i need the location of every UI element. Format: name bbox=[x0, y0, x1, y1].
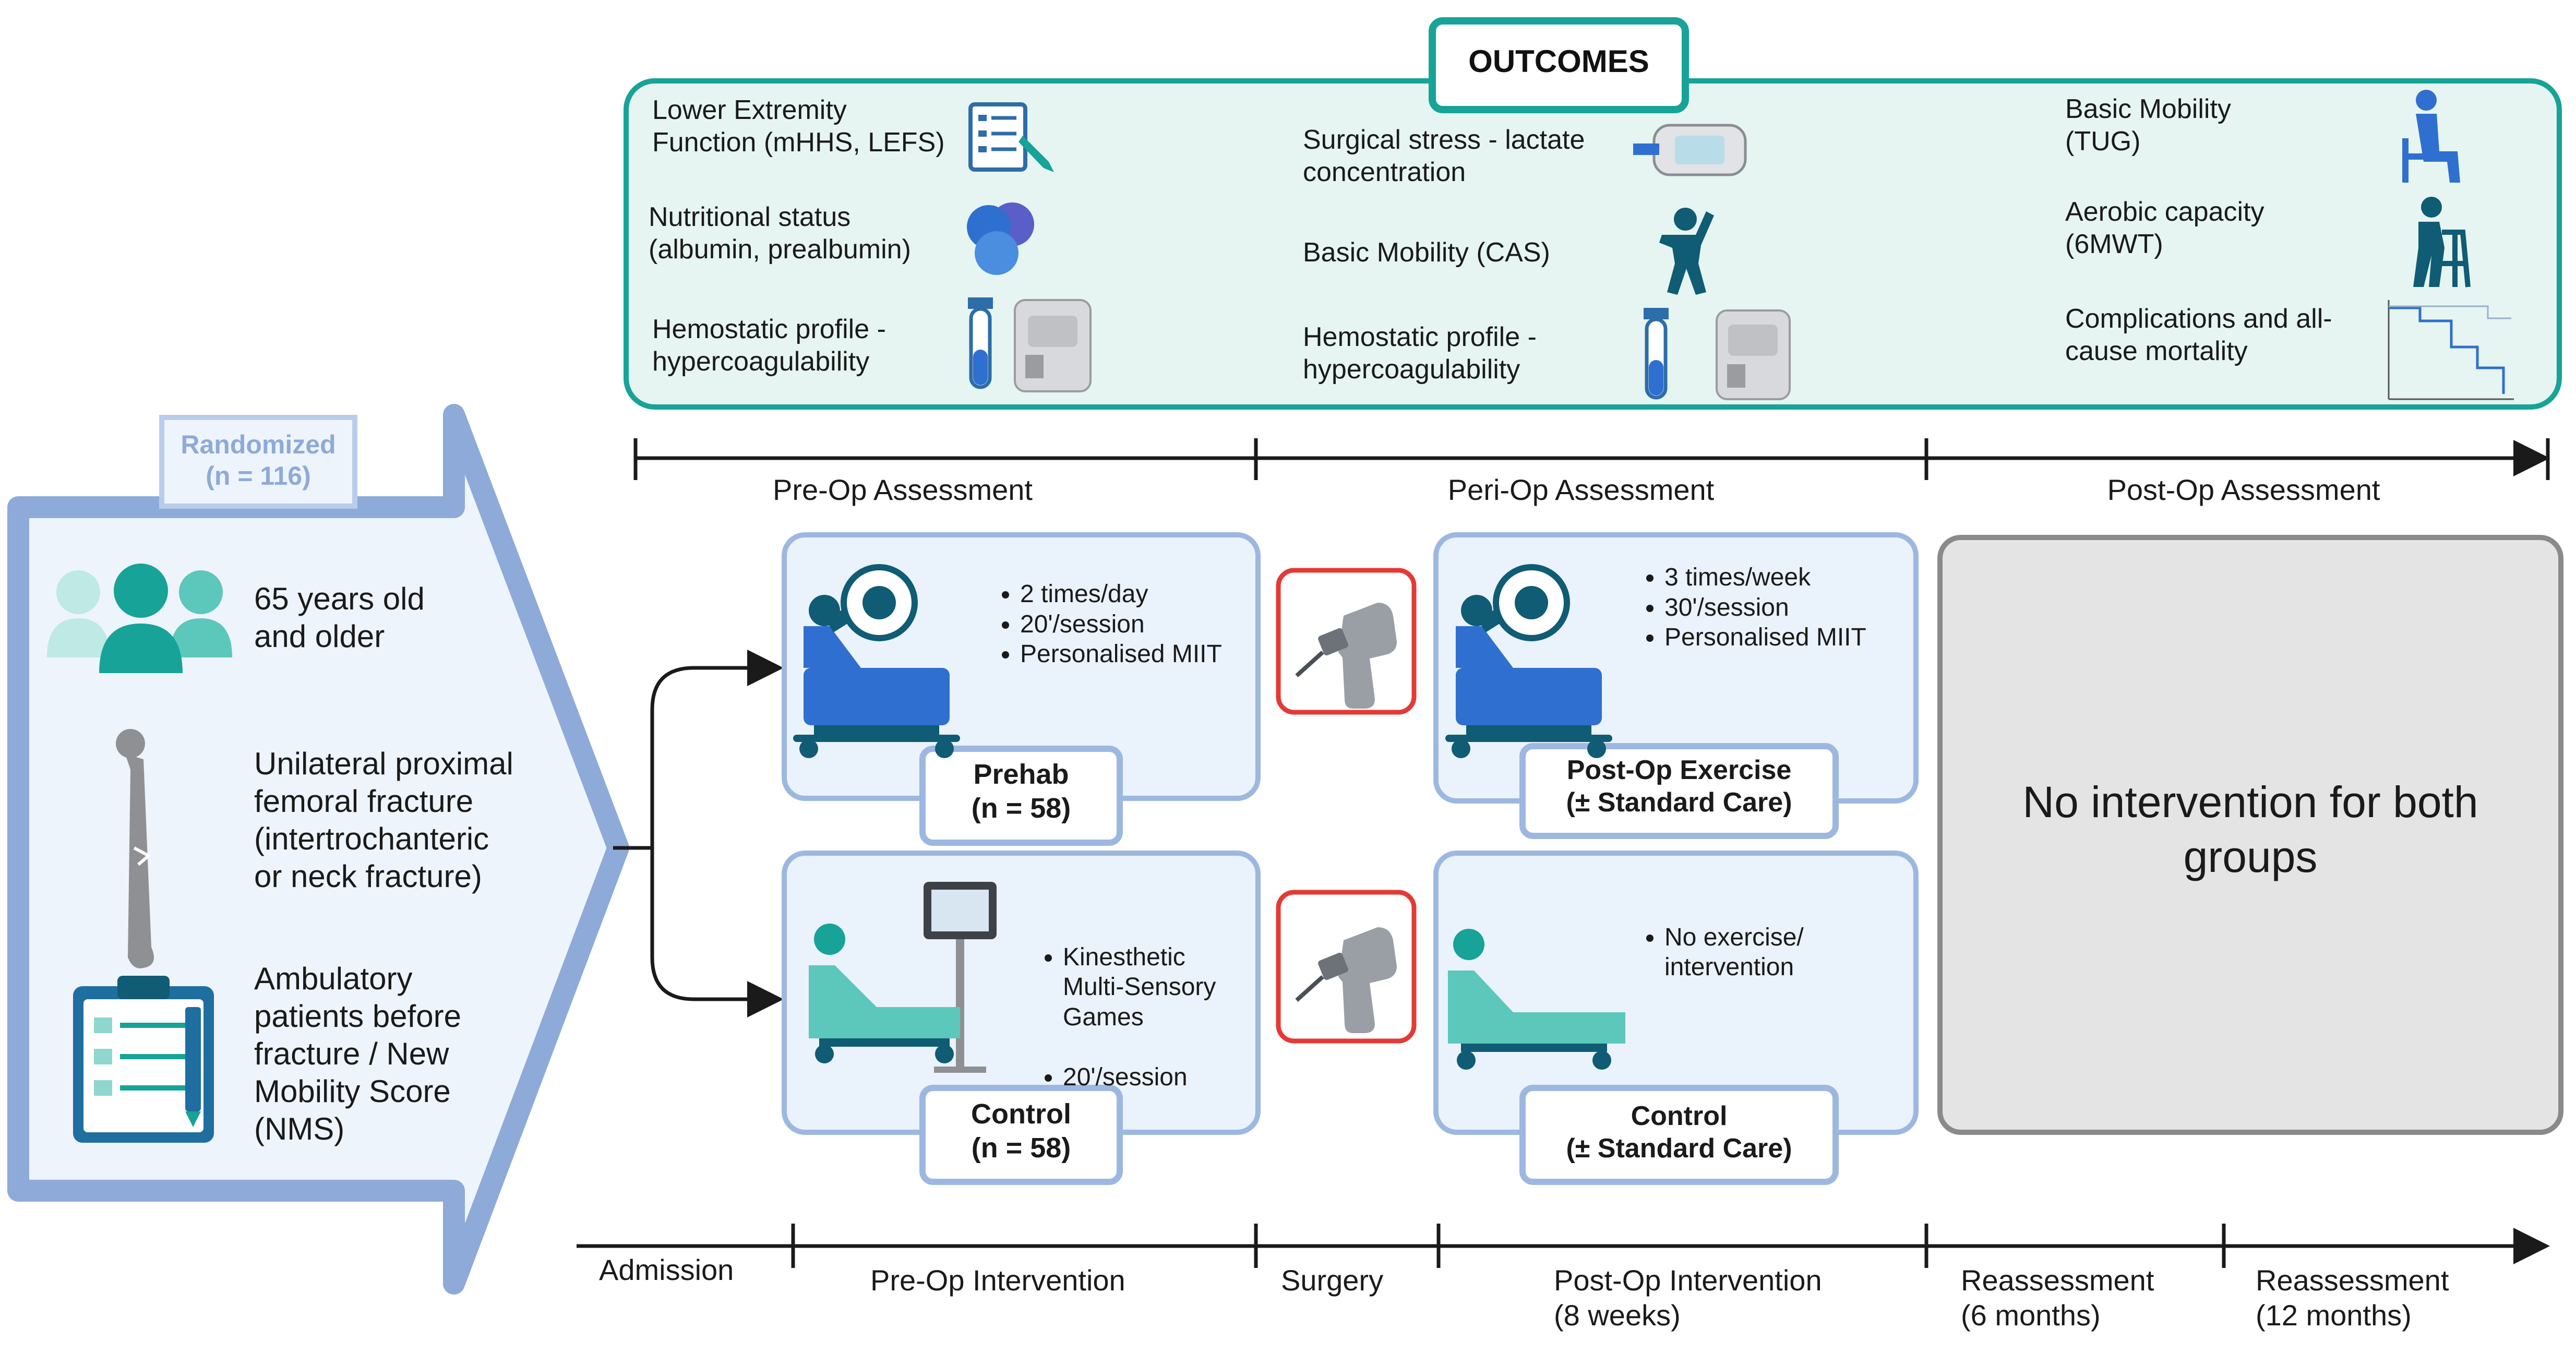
person-sitting-icon bbox=[2402, 90, 2460, 183]
randomized-label: Randomized (n = 116) bbox=[181, 430, 336, 490]
control-post-label: Control (± Standard Care) bbox=[1566, 1101, 1792, 1164]
timeline-surgery: Surgery bbox=[1281, 1264, 1384, 1297]
person-raising-arm-icon bbox=[1659, 208, 1714, 295]
control-pre-bullet: Kinesthetic Multi-Sensory Games bbox=[1063, 942, 1216, 1033]
control-post-bullet: No exercise/ intervention bbox=[1664, 923, 1804, 983]
prehab-bullet: 20'/session bbox=[1020, 609, 1222, 640]
control-pre-bullets: Kinesthetic Multi-Sensory Games 20'/sess… bbox=[1032, 912, 1216, 1122]
outcome-aerobic-capacity: Aerobic capacity (6MWT) bbox=[2065, 197, 2265, 260]
outcome-complications-mortality: Complications and all- cause mortality bbox=[2065, 304, 2332, 367]
criterion-age: 65 years old and older bbox=[254, 581, 425, 654]
outcome-nutritional-status: Nutritional status (albumin, prealbumin) bbox=[649, 202, 911, 265]
hospital-bed-icon bbox=[1448, 929, 1625, 1070]
outcome-basic-mobility-cas: Basic Mobility (CAS) bbox=[1303, 237, 1550, 268]
peri-op-assessment-label: Peri-Op Assessment bbox=[1447, 473, 1715, 506]
control-post-label-box bbox=[1519, 1085, 1839, 1185]
no-intervention-text: No intervention for both groups bbox=[2022, 777, 2478, 881]
prehab-label: Prehab (n = 58) bbox=[971, 759, 1071, 824]
timeline-admission: Admission bbox=[599, 1253, 734, 1286]
prehab-bullet: 2 times/day bbox=[1020, 579, 1222, 609]
control-pre-label: Control (n = 58) bbox=[971, 1098, 1071, 1164]
assessment-timeline bbox=[633, 438, 2550, 480]
prehab-label-box bbox=[919, 746, 1123, 846]
postop-exercise-bullet: Personalised MIIT bbox=[1664, 622, 1866, 653]
postop-exercise-label: Post-Op Exercise (± Standard Care) bbox=[1566, 755, 1792, 818]
control-post-bullets: No exercise/ intervention bbox=[1633, 892, 1804, 1012]
no-intervention-box bbox=[1937, 535, 2563, 1135]
femur-bone-icon bbox=[116, 729, 154, 968]
post-op-assessment-label: Post-Op Assessment bbox=[2107, 473, 2380, 506]
outcome-hemostatic-pre: Hemostatic profile - hypercoagulability bbox=[652, 314, 886, 377]
postop-exercise-label-box bbox=[1519, 743, 1839, 839]
person-walker-icon bbox=[2413, 197, 2471, 288]
group-of-people-icon bbox=[47, 564, 232, 673]
criterion-fracture: Unilateral proximal femoral fracture (in… bbox=[254, 746, 513, 894]
postop-exercise-bullet: 3 times/week bbox=[1664, 562, 1866, 593]
control-pre-bullet: 20'/session bbox=[1063, 1062, 1216, 1093]
questionnaire-icon bbox=[968, 102, 1054, 172]
clipboard-checklist-icon bbox=[73, 976, 214, 1143]
surgery-drill-bottom bbox=[1276, 890, 1417, 1044]
prehab-bullet: Personalised MIIT bbox=[1020, 639, 1222, 669]
surgery-drill-top bbox=[1276, 568, 1417, 715]
blood-cells-icon bbox=[967, 202, 1034, 275]
branch-arrows bbox=[613, 650, 784, 1017]
criterion-ambulatory: Ambulatory patients before fracture / Ne… bbox=[254, 961, 461, 1146]
survival-curve-icon bbox=[2388, 300, 2514, 400]
pre-op-assessment-label: Pre-Op Assessment bbox=[773, 473, 1033, 506]
bed-cycle-ergometer-icon bbox=[793, 564, 960, 758]
outcomes-title: OUTCOMES bbox=[1468, 44, 1649, 79]
lactate-meter-icon bbox=[1633, 124, 1747, 176]
postop-exercise-bullet: 30'/session bbox=[1664, 593, 1866, 623]
prehab-bullets: 2 times/day 20'/session Personalised MII… bbox=[989, 579, 1222, 669]
timeline-post-op-intervention: Post-Op Intervention (8 weeks) bbox=[1554, 1264, 1822, 1332]
blood-tube-analyzer-icon-2 bbox=[1644, 308, 1791, 400]
outcome-lower-extremity: Lower Extremity Function (mHHS, LEFS) bbox=[652, 95, 945, 158]
blood-tube-analyzer-icon bbox=[968, 297, 1092, 392]
outcome-hemostatic-peri: Hemostatic profile - hypercoagulability bbox=[1303, 322, 1537, 385]
bed-cycle-ergometer-icon-2 bbox=[1445, 564, 1612, 758]
randomized-box bbox=[159, 415, 357, 509]
outcomes-title-box bbox=[1429, 17, 1689, 113]
timeline-reassessment-6m: Reassessment (6 months) bbox=[1961, 1264, 2154, 1332]
control-pre-label-box bbox=[919, 1085, 1123, 1185]
outcome-surgical-stress: Surgical stress - lactate concentration bbox=[1303, 125, 1585, 188]
bed-game-screen-icon bbox=[809, 882, 997, 1073]
intervention-timeline bbox=[577, 1224, 2550, 1268]
timeline-reassessment-12m: Reassessment (12 months) bbox=[2256, 1264, 2449, 1332]
timeline-pre-op-intervention: Pre-Op Intervention bbox=[870, 1264, 1125, 1297]
postop-exercise-bullets: 3 times/week 30'/session Personalised MI… bbox=[1633, 562, 1866, 653]
outcome-basic-mobility-tug: Basic Mobility (TUG) bbox=[2065, 94, 2231, 157]
